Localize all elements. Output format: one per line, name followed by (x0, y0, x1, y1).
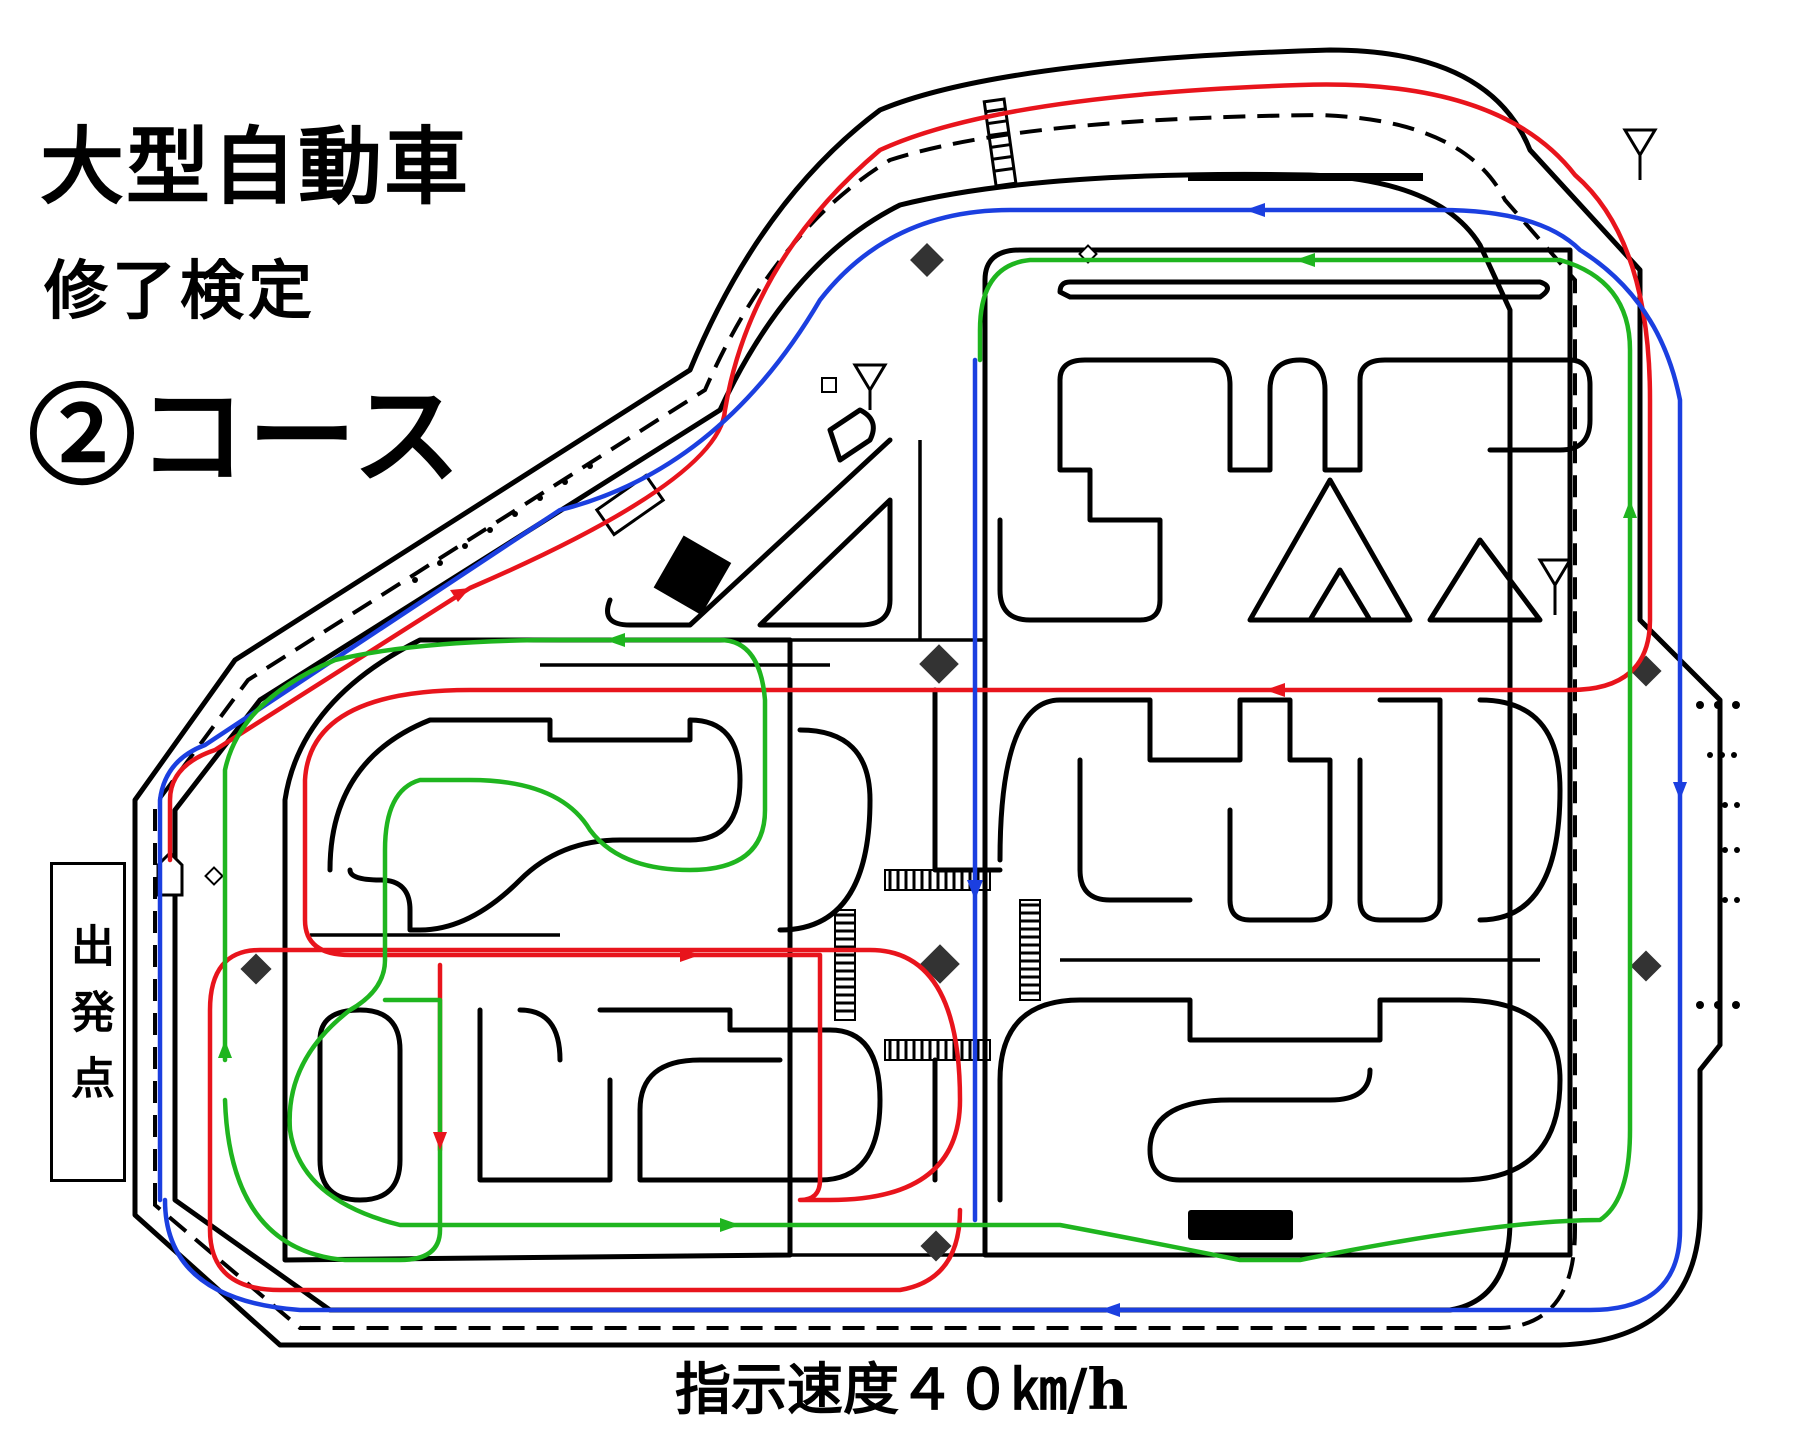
route-red (167, 82, 1653, 1293)
map-title: 大型自動車 (40, 117, 471, 216)
antenna-icon (852, 128, 1658, 615)
block-top-left (327, 717, 743, 933)
block-bottom-left (317, 1007, 403, 1203)
crosswalk-icon (594, 97, 1041, 1061)
left-dot-markers (412, 463, 593, 583)
start-point-label: 出発点 (63, 923, 114, 1121)
parking-block (1188, 1210, 1293, 1240)
top-bar-obstacle (1188, 173, 1423, 181)
diamond-marker-icon (204, 244, 1098, 886)
stop-block (653, 535, 732, 615)
outer-boundary (132, 47, 1723, 1348)
block-middle-right (997, 697, 1563, 923)
route-arrows (218, 203, 1687, 1317)
inner-course-perimeter (282, 637, 793, 1263)
triangle-obstacle (757, 497, 893, 628)
route-blue (157, 207, 1683, 1313)
right-dot-markers (1696, 701, 1740, 1009)
block-top-right (1057, 357, 1593, 473)
route-green (222, 257, 1633, 1263)
signal-icon (240, 243, 1662, 1262)
course-number: ②コース (28, 374, 463, 500)
inner-course-perimeter-right (982, 247, 1573, 1258)
start-point-box: 出発点 (50, 862, 126, 1182)
block-bottom-right (997, 997, 1563, 1203)
map-subtitle: 修了検定 (44, 254, 316, 329)
speed-instruction: 指示速度４０㎞/h (675, 1357, 1129, 1423)
